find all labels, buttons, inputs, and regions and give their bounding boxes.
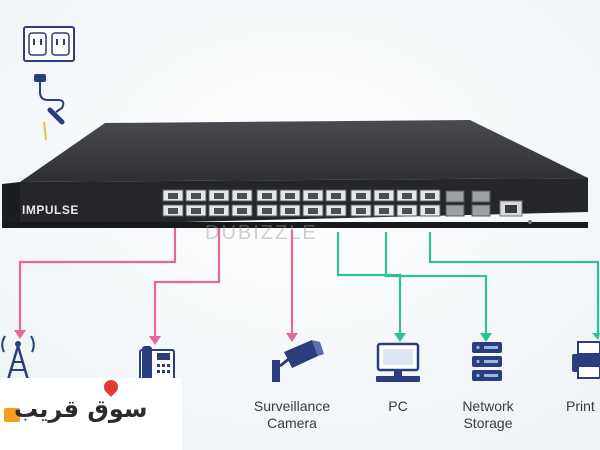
rj45-port-socket (237, 193, 247, 199)
camera-icon (272, 340, 324, 382)
arrowheads (14, 330, 600, 345)
label-pc-line-1: PC (388, 398, 408, 414)
label-printer: Print (566, 398, 600, 415)
label-camera-line-1: Surveillance (253, 398, 331, 414)
label-printer-line-1: Print (566, 398, 595, 414)
rj45-port-socket (214, 193, 224, 199)
site-badge (0, 378, 182, 450)
site-badge-text: سوق قريب (14, 395, 148, 423)
label-storage: Network Storage (450, 398, 526, 432)
rj45-port-socket (237, 208, 247, 214)
wifi-antenna-icon (1, 335, 35, 381)
rj45-port-socket (425, 208, 435, 214)
port-array (162, 189, 441, 217)
rj45-port-socket (425, 193, 435, 199)
rj45-port-socket (191, 208, 201, 214)
server-icon (472, 342, 502, 381)
pc-icon (376, 342, 420, 382)
rj45-port-socket (308, 193, 318, 199)
rj45-port-socket (308, 208, 318, 214)
label-camera: Surveillance Camera (236, 398, 348, 432)
rj45-port-socket (262, 193, 272, 199)
rj45-port-socket (356, 208, 366, 214)
label-storage-line-1: Network (462, 398, 514, 414)
power-outlet-icon (23, 26, 75, 62)
console-port (499, 200, 532, 224)
rj45-port-socket (356, 193, 366, 199)
power-cable-icon (34, 74, 65, 141)
shopping-bag-icon (4, 408, 20, 422)
rj45-port-socket (285, 208, 295, 214)
sfp-ports (445, 190, 491, 217)
ip-phone-icon (139, 346, 175, 382)
switch-brand-logo: IMPULSE (22, 203, 79, 217)
rj45-port-socket (379, 208, 389, 214)
rj45-port-socket (402, 193, 412, 199)
rj45-port-socket (214, 208, 224, 214)
rj45-port-socket (331, 208, 341, 214)
rj45-port-socket (191, 193, 201, 199)
rj45-port-socket (331, 193, 341, 199)
rj45-port-socket (262, 208, 272, 214)
rj45-port-socket (168, 193, 178, 199)
label-camera-line-2: Camera (267, 415, 317, 431)
rj45-port-socket (379, 193, 389, 199)
printer-icon (572, 341, 600, 379)
label-storage-line-2: Storage (463, 415, 513, 431)
label-pc: PC (370, 398, 426, 415)
rj45-port-socket (285, 193, 295, 199)
rj45-port-socket (168, 208, 178, 214)
connection-lines (18, 228, 600, 336)
rj45-port-socket (402, 208, 412, 214)
watermark: DUBIZZLE (205, 222, 318, 244)
